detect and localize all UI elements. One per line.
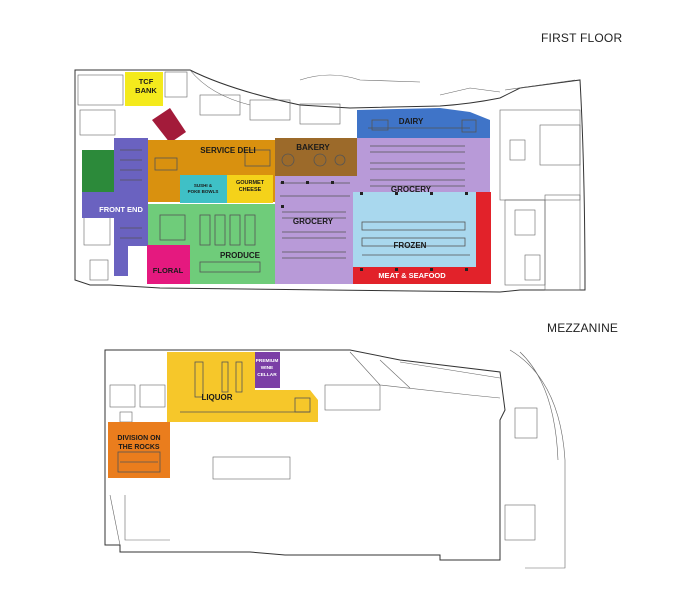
floral-label: FLORAL xyxy=(153,266,184,275)
mezzanine-plan: LIQUOR PREMIUM WINE CELLAR DIVISION ON T… xyxy=(104,349,566,569)
grocery-lower-label: GROCERY xyxy=(293,217,334,226)
dairy-label: DAIRY xyxy=(399,117,424,126)
division-rocks-label-2: THE ROCKS xyxy=(118,444,160,451)
bar-seating xyxy=(117,451,161,473)
column-markers xyxy=(281,181,468,271)
grocery-upper-shelves xyxy=(280,145,465,197)
frozen-zone xyxy=(353,192,476,267)
sushi-label-2: POKE BOWLS xyxy=(188,189,219,194)
dairy-zone xyxy=(357,108,490,138)
gourmet-cheese-label-2: CHEESE xyxy=(239,187,262,193)
gourmet-cheese-zone xyxy=(227,175,273,203)
tcf-bank-label-2: BANK xyxy=(135,86,157,95)
produce-label: PRODUCE xyxy=(220,251,261,260)
grocery-mid-zone xyxy=(275,176,357,204)
gourmet-cheese-label: GOURMET xyxy=(236,180,265,186)
mezzanine-title: MEZZANINE xyxy=(547,321,619,335)
frozen-label: FROZEN xyxy=(394,241,427,250)
bakery-label: BAKERY xyxy=(296,143,330,152)
first-floor-plan: TCF BANK SERVICE DELI BAKERY DAIRY GROCE… xyxy=(74,69,586,293)
meat-seafood-label: MEAT & SEAFOOD xyxy=(378,271,446,280)
premium-wine-label-3: CELLAR xyxy=(257,372,277,378)
sushi-label: SUSHI & xyxy=(194,183,213,188)
front-end-zone xyxy=(82,138,148,276)
grocery-upper-label: GROCERY xyxy=(391,185,432,194)
grocery-lower-shelves xyxy=(282,211,346,259)
front-end-label: FRONT END xyxy=(99,205,143,214)
floral-zone xyxy=(147,245,190,284)
tcf-bank-label: TCF xyxy=(139,77,154,86)
liquor-shelves xyxy=(180,361,311,413)
maroon-zone xyxy=(152,108,186,143)
premium-wine-label-2: WINE xyxy=(261,365,274,371)
liquor-zone xyxy=(167,352,318,422)
grocery-upper-zone xyxy=(357,138,490,192)
produce-tables xyxy=(159,214,261,273)
division-rocks-label: DIVISION ON xyxy=(117,435,160,442)
grocery-lower-zone xyxy=(275,204,353,284)
tcf-bank-zone xyxy=(125,72,163,106)
liquor-label: LIQUOR xyxy=(201,393,232,402)
sushi-zone xyxy=(180,175,227,203)
frozen-cases xyxy=(361,221,470,256)
first-floor-title: FIRST FLOOR xyxy=(541,31,623,45)
premium-wine-label: PREMIUM xyxy=(256,358,279,364)
dairy-cases xyxy=(368,119,477,133)
meat-seafood-zone xyxy=(353,267,491,284)
green-zone xyxy=(82,150,114,192)
bakery-zone xyxy=(275,138,357,176)
deli-cases xyxy=(154,149,346,171)
premium-wine-zone xyxy=(255,352,280,388)
checkout-lanes xyxy=(120,149,142,239)
service-deli-label: SERVICE DELI xyxy=(200,146,255,155)
meat-seafood-side-zone xyxy=(476,192,491,267)
